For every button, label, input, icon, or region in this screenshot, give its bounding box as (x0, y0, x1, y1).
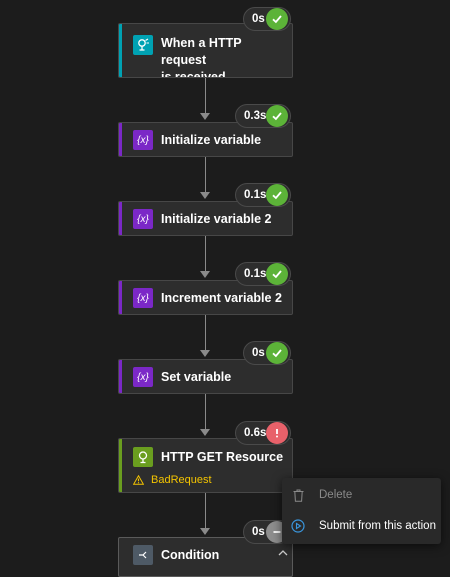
step-title-line: is received (161, 70, 226, 78)
step-title: Initialize variable (161, 133, 262, 147)
variable-icon: {x} (133, 130, 153, 150)
card-accent (119, 24, 122, 77)
http-request-trigger-icon (133, 35, 153, 55)
variable-icon: {x} (133, 209, 153, 229)
card-accent (119, 202, 122, 235)
duration-label: 0.1s (244, 268, 267, 280)
duration-label: 0s (252, 347, 265, 359)
warning-icon (133, 475, 144, 485)
step-title: HTTP GET Resource (161, 450, 284, 464)
step-card-http-get-resource[interactable]: HTTP GET Resource BadRequest (118, 438, 293, 493)
connector (205, 78, 206, 114)
submit-icon (290, 518, 306, 534)
card-accent (119, 281, 122, 314)
error-exclamation-icon (266, 422, 288, 444)
card-accent (119, 123, 122, 156)
duration-label: 0.3s (244, 110, 267, 122)
variable-icon: {x} (133, 288, 153, 308)
variable-icon: {x} (133, 367, 153, 387)
connector (205, 315, 206, 351)
step-title: Increment variable 2 (161, 291, 282, 305)
condition-icon (133, 545, 153, 565)
duration-label: 0.6s (244, 427, 267, 439)
error-message: BadRequest (133, 474, 212, 486)
card-accent (119, 439, 122, 492)
step-title: Condition (161, 548, 220, 562)
menu-item-delete[interactable]: Delete (282, 482, 441, 508)
collapse-chevron-icon[interactable] (278, 549, 288, 557)
step-card-initialize-variable-2[interactable]: {x} Initialize variable 2 (118, 201, 293, 236)
duration-label: 0s (252, 526, 265, 538)
connector-arrow (200, 113, 210, 120)
connector-arrow (200, 350, 210, 357)
duration-label: 0.1s (244, 189, 267, 201)
success-check-icon (266, 342, 288, 364)
context-menu: Delete Submit from this action (282, 478, 441, 544)
success-check-icon (266, 8, 288, 30)
step-title: Set variable (161, 370, 232, 384)
step-title: When a HTTP request is received (161, 35, 284, 78)
connector-arrow (200, 192, 210, 199)
connector (205, 236, 206, 272)
menu-item-submit-from-this-action[interactable]: Submit from this action (282, 513, 441, 539)
duration-label: 0s (252, 13, 265, 25)
step-title: Initialize variable 2 (161, 212, 272, 226)
success-check-icon (266, 184, 288, 206)
menu-item-label: Delete (319, 489, 353, 501)
success-check-icon (266, 263, 288, 285)
step-title-line: When a HTTP request (161, 36, 242, 67)
error-code-label: BadRequest (151, 474, 212, 486)
connector (205, 493, 206, 529)
trash-icon (290, 487, 306, 503)
step-card-http-trigger[interactable]: When a HTTP request is received (118, 23, 293, 78)
connector-arrow (200, 271, 210, 278)
success-check-icon (266, 105, 288, 127)
http-action-icon (133, 447, 153, 467)
step-card-initialize-variable[interactable]: {x} Initialize variable (118, 122, 293, 157)
connector (205, 394, 206, 430)
connector-arrow (200, 429, 210, 436)
menu-item-label: Submit from this action (319, 520, 436, 532)
card-accent (119, 360, 122, 393)
connector-arrow (200, 528, 210, 535)
connector (205, 157, 206, 193)
